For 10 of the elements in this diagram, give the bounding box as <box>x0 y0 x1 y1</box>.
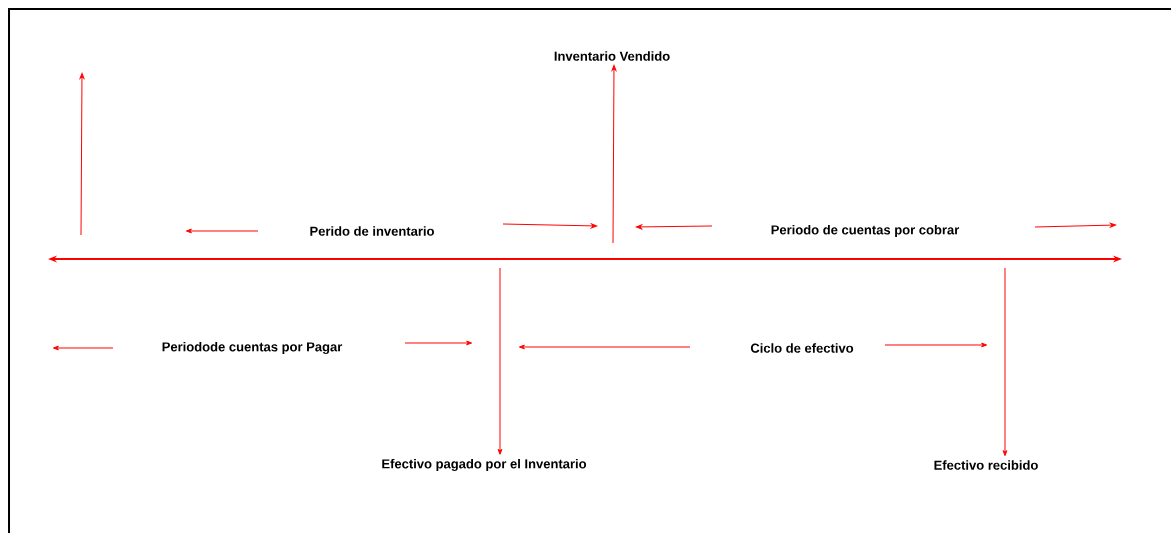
arrow <box>611 64 617 244</box>
node-text: Efectivo recibido <box>934 460 1038 470</box>
node-text: Inventario Vendido <box>554 51 670 61</box>
period-label: Perido de inventario <box>310 226 434 236</box>
node-text: Efectivo pagado por el Inventario <box>382 458 587 472</box>
period-label: Periodo de cuentas por cobrar <box>771 224 960 238</box>
arrow <box>1002 267 1008 457</box>
period-label: Periodode cuentas por Pagar <box>162 341 343 355</box>
period-label: Ciclo de efectivo <box>750 343 854 353</box>
arrow <box>497 267 503 455</box>
